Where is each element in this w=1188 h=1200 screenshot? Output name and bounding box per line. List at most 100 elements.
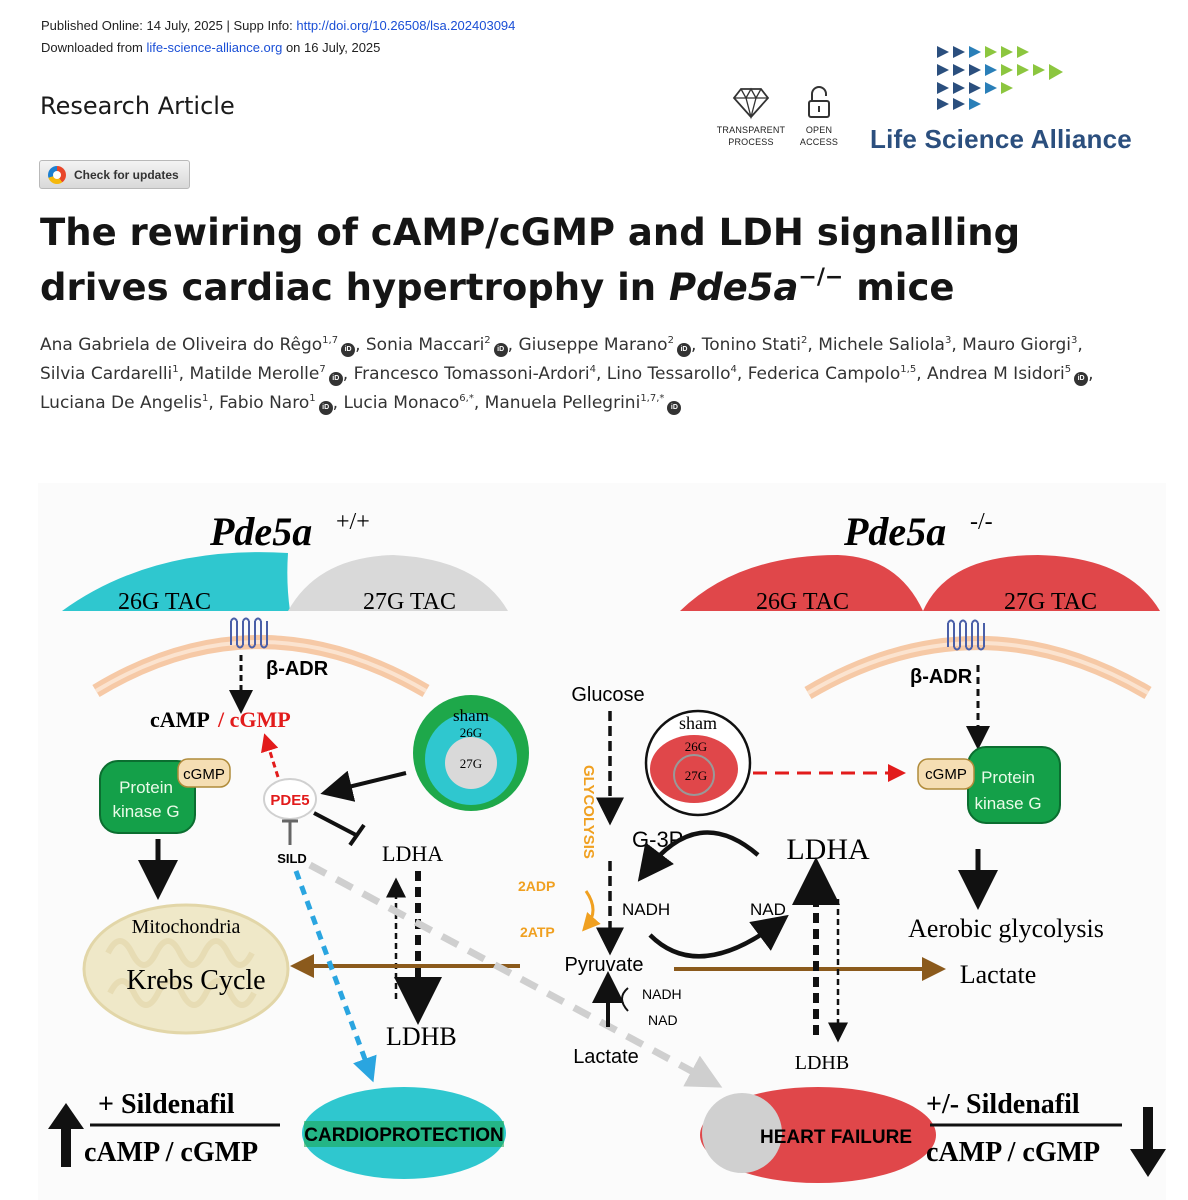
author-name: Mauro Giorgi — [962, 335, 1071, 355]
author[interactable]: Sonia Maccari2iD — [365, 335, 508, 357]
author-affiliation: 2 — [801, 335, 808, 346]
author[interactable]: Fabio Naro1iD — [219, 393, 333, 415]
author-affiliation: 1,7 — [322, 335, 339, 346]
g27-label-left: 27G — [460, 756, 482, 771]
krebs-cycle-label: Krebs Cycle — [126, 965, 265, 996]
author[interactable]: Lino Tessarollo4 — [607, 364, 737, 384]
tac-26g-dome-left — [62, 552, 290, 611]
author-affiliation: 6,* — [459, 393, 474, 404]
glycolysis-label: GLYCOLYSIS — [580, 765, 597, 859]
nadh-label-bottom: NADH — [642, 986, 682, 1002]
article-type: Research Article — [40, 92, 235, 120]
author[interactable]: Silvia Cardarelli1 — [40, 364, 179, 384]
orcid-icon[interactable]: iD — [667, 401, 682, 415]
cgmp-bubble-label-right: cGMP — [925, 766, 967, 783]
orcid-icon[interactable]: iD — [341, 343, 356, 357]
sham-to-pde5-arrow — [320, 770, 407, 802]
author-affiliation: 1 — [172, 364, 179, 375]
pde5-to-cgmp-arrow — [261, 733, 280, 778]
glucose-label: Glucose — [571, 684, 644, 706]
author-name: Fabio Naro — [219, 393, 310, 413]
up-arrow-icon — [48, 1103, 84, 1129]
author-affiliation: 4 — [589, 364, 596, 375]
camp-cgmp-label-left: cAMP / cGMP — [84, 1137, 258, 1168]
author[interactable]: Francesco Tomassoni-Ardori4 — [354, 364, 596, 384]
author[interactable]: Federica Campolo1,5 — [748, 364, 917, 384]
author-affiliation: 3 — [1070, 335, 1078, 346]
author-name: Michele Saliola — [818, 335, 945, 355]
tac-27g-label-left: 27G TAC — [363, 589, 456, 615]
author[interactable]: Lucia Monaco6,* — [343, 393, 473, 413]
doi-link[interactable]: http://doi.org/10.26508/lsa.202403094 — [296, 18, 516, 33]
pyruvate-label: Pyruvate — [565, 954, 644, 976]
pkg-label-right-2: kinase G — [974, 794, 1041, 813]
diamond-icon — [732, 87, 770, 120]
author-name: Lucia Monaco — [343, 393, 460, 413]
orcid-icon[interactable]: iD — [676, 343, 691, 357]
site-link[interactable]: life-science-alliance.org — [146, 40, 283, 55]
g27-label-right: 27G — [685, 768, 707, 783]
tac-26g-label-right: 26G TAC — [756, 589, 849, 615]
check-for-updates-button[interactable]: Check for updates — [39, 160, 190, 189]
author-name: Giuseppe Marano — [518, 335, 668, 355]
plus-sildenafil-label: + Sildenafil — [98, 1089, 235, 1120]
author[interactable]: Michele Saliola3 — [818, 335, 951, 355]
author[interactable]: Manuela Pellegrini1,7,*iD — [485, 393, 682, 415]
article-title: The rewiring of cAMP/cGMP and LDH signal… — [40, 211, 1021, 309]
nadh-label-top: NADH — [622, 900, 670, 919]
author-affiliation: 3 — [944, 335, 952, 346]
transparent-process-badge[interactable]: TRANSPARENT PROCESS — [712, 86, 790, 148]
author-name: Andrea M Isidori — [927, 364, 1065, 384]
sham-label-left: sham — [453, 706, 489, 725]
author-affiliation: 5 — [1064, 364, 1072, 375]
pkg-label-right-1: Protein — [981, 768, 1035, 787]
author-name: Luciana De Angelis — [40, 393, 202, 413]
author-name: Federica Campolo — [747, 364, 901, 384]
author-affiliation: 2 — [667, 335, 674, 346]
g26-label-left: 26G — [460, 725, 482, 740]
author[interactable]: Giuseppe Marano2iD — [518, 335, 691, 357]
open-lock-icon — [808, 86, 830, 118]
tac-26g-dome-right — [680, 555, 923, 611]
author-name: Sonia Maccari — [365, 335, 485, 355]
orcid-icon[interactable]: iD — [1074, 372, 1089, 386]
author-affiliation: 1 — [201, 393, 209, 404]
right-genotype-sup: -/- — [970, 509, 993, 535]
left-genotype-sup: +/+ — [336, 509, 370, 535]
author-affiliation: 1,7,* — [640, 393, 665, 404]
author-affiliation: 1 — [309, 393, 316, 404]
check-updates-label: Check for updates — [74, 167, 179, 182]
adp-atp-arrow — [582, 890, 601, 932]
aerobic-glycolysis-label: Aerobic glycolysis — [908, 914, 1104, 943]
author[interactable]: Tonino Stati2 — [702, 335, 808, 355]
pde5-inhibits-ldha — [313, 811, 357, 837]
camp-label-left: cAMP — [150, 707, 210, 732]
protein-kinase-g-left — [99, 760, 196, 834]
author[interactable]: Mauro Giorgi3 — [962, 335, 1077, 355]
pkg-label-left-1: Protein — [119, 778, 173, 797]
grey-dashed-to-heart-failure — [308, 861, 723, 1088]
ldha-label-left: LDHA — [382, 841, 443, 866]
ldhb-label-left: LDHB — [386, 1022, 457, 1051]
orcid-icon[interactable]: iD — [318, 401, 333, 415]
adp-label: 2ADP — [518, 878, 555, 894]
mitochondria-label: Mitochondria — [132, 916, 241, 938]
author-name: Silvia Cardarelli — [40, 364, 173, 384]
left-genotype-title: Pde5a — [209, 509, 312, 554]
orcid-icon[interactable]: iD — [328, 372, 343, 386]
cgmp-label-left: / cGMP — [217, 707, 291, 732]
orcid-icon[interactable]: iD — [493, 343, 508, 357]
author[interactable]: Luciana De Angelis1 — [40, 393, 208, 413]
author[interactable]: Matilde Merolle7iD — [189, 364, 343, 386]
publication-info: Published Online: 14 July, 2025 | Supp I… — [41, 18, 516, 33]
author[interactable]: Ana Gabriela de Oliveira do Rêgo1,7iD — [40, 335, 356, 357]
author-affiliation: 2 — [484, 335, 491, 346]
author-affiliation: 4 — [730, 364, 737, 375]
camp-cgmp-label-right: cAMP / cGMP — [926, 1137, 1100, 1168]
author-name: Tonino Stati — [701, 335, 802, 355]
lactate-label-center: Lactate — [573, 1046, 639, 1068]
author[interactable]: Andrea M Isidori5iD — [927, 364, 1089, 386]
gene-name: Pde5a — [669, 266, 799, 309]
nad-label-bottom: NAD — [648, 1012, 678, 1028]
open-access-badge[interactable]: OPEN ACCESS — [794, 86, 844, 148]
